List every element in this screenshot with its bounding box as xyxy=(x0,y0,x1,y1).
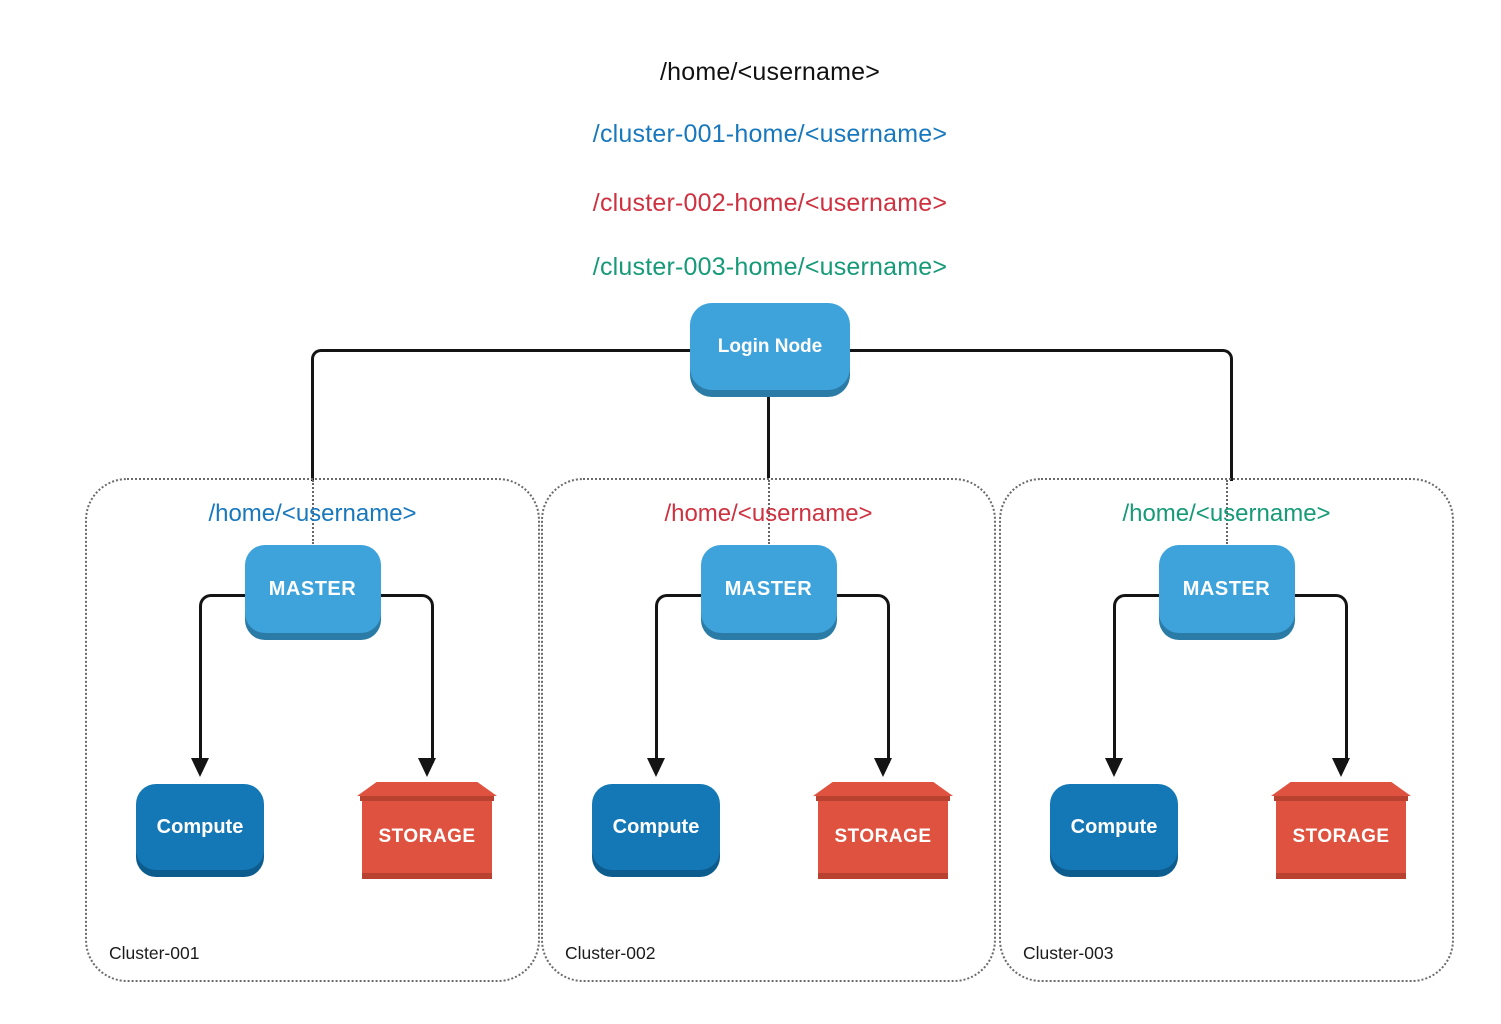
dotted-drop-line xyxy=(1225,480,1228,544)
arrow-down-icon xyxy=(1332,758,1350,777)
compute-node: Compute xyxy=(1050,784,1178,870)
dotted-drop-line xyxy=(767,480,770,544)
cluster-name-label: Cluster-003 xyxy=(1023,943,1114,963)
storage-base xyxy=(1276,873,1406,879)
arrow-down-icon xyxy=(874,758,892,777)
cluster-home-path-label: /home/<username> xyxy=(664,500,873,527)
storage-lid xyxy=(357,782,497,796)
arrow-down-icon xyxy=(418,758,436,777)
storage-lid-edge xyxy=(360,796,494,801)
connector-login-to-cluster-002 xyxy=(767,388,770,478)
cluster-home-path-label: /home/<username> xyxy=(1122,500,1331,527)
connector-login-to-cluster-003 xyxy=(850,349,1233,481)
cluster-name-label: Cluster-001 xyxy=(109,943,200,963)
dotted-drop-line xyxy=(311,480,314,544)
cluster-home-path-label: /home/<username> xyxy=(208,500,417,527)
storage-node: STORAGE xyxy=(1271,782,1411,879)
master-node: MASTER xyxy=(244,545,381,633)
storage-node: STORAGE xyxy=(357,782,497,879)
storage-base xyxy=(818,873,948,879)
compute-node: Compute xyxy=(592,784,720,870)
connector-login-to-cluster-001 xyxy=(311,349,693,481)
master-node: MASTER xyxy=(1158,545,1295,633)
storage-base xyxy=(362,873,492,879)
cluster-name-label: Cluster-002 xyxy=(565,943,656,963)
cluster-003-box: /home/<username> MASTER Compute STORAGE … xyxy=(999,478,1454,982)
header-path-cluster-001: /cluster-001-home/<username> xyxy=(592,120,948,148)
master-node: MASTER xyxy=(700,545,837,633)
compute-node: Compute xyxy=(136,784,264,870)
storage-lid xyxy=(1271,782,1411,796)
header-path-cluster-002: /cluster-002-home/<username> xyxy=(592,189,948,217)
storage-label: STORAGE xyxy=(362,801,492,873)
login-node: Login Node xyxy=(690,303,850,390)
storage-label: STORAGE xyxy=(818,801,948,873)
storage-lid-edge xyxy=(816,796,950,801)
cluster-001-box: /home/<username> MASTER Compute STORAGE … xyxy=(85,478,540,982)
storage-label: STORAGE xyxy=(1276,801,1406,873)
storage-node: STORAGE xyxy=(813,782,953,879)
arrow-down-icon xyxy=(647,758,665,777)
cluster-002-box: /home/<username> MASTER Compute STORAGE … xyxy=(541,478,996,982)
header-path-home: /home/<username> xyxy=(660,58,880,86)
header-path-cluster-003: /cluster-003-home/<username> xyxy=(592,253,948,281)
arrow-down-icon xyxy=(1105,758,1123,777)
arrow-down-icon xyxy=(191,758,209,777)
storage-lid xyxy=(813,782,953,796)
storage-lid-edge xyxy=(1274,796,1408,801)
